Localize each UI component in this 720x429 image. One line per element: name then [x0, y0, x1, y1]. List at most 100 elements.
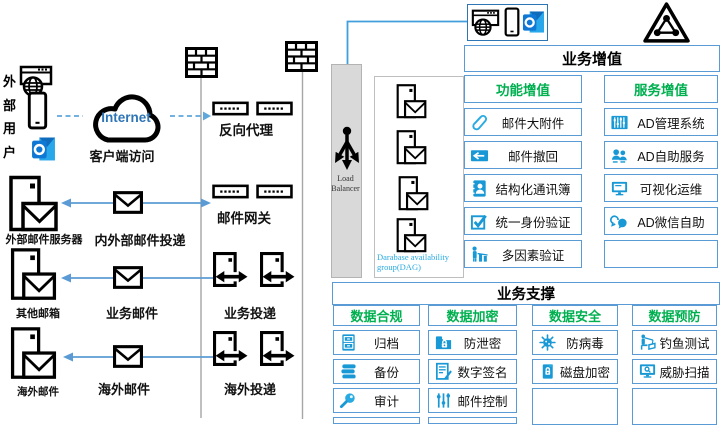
- gateway-server-icon: [256, 184, 293, 199]
- triangle-network-icon: [643, 2, 690, 43]
- load-balancer-label: Load Balancer: [331, 174, 360, 193]
- list-item: 威胁扫描: [632, 359, 717, 384]
- mail-server-icon: [10, 327, 57, 379]
- list-item: 防病毒: [532, 330, 618, 355]
- mfa-icon: [472, 246, 488, 262]
- delivery-server-icon: [260, 331, 295, 366]
- list-item: 多因素验证: [464, 240, 582, 268]
- mail-server-icon: [10, 248, 57, 300]
- internal-external-delivery-label: 内外部邮件投递: [94, 233, 186, 248]
- column-header: 数据预防: [632, 305, 717, 326]
- value-add-panel-title: 业务增值: [464, 45, 720, 72]
- proxy-server-icon: [212, 101, 249, 116]
- checkbox-icon: [470, 214, 487, 230]
- mail-gateway-label: 邮件网关: [217, 211, 271, 226]
- list-item: AD微信自助: [604, 207, 718, 235]
- dag-mailbox-server-icon: [398, 176, 429, 211]
- archive-cabinet-icon: [342, 334, 355, 351]
- firewall-icon: [285, 41, 318, 72]
- gateway-server-icon: [212, 184, 249, 199]
- signature-icon: [435, 362, 452, 380]
- data-compliance-column: 数据合规 归档 备份 审计: [333, 305, 420, 425]
- list-item: 可视化运维: [604, 174, 718, 202]
- internet-label: Internet: [101, 110, 151, 125]
- load-balancer-box: [331, 64, 362, 278]
- service-value-column: 服务增值 AD管理系统: [604, 75, 718, 268]
- list-item: AD自助服务: [604, 141, 718, 169]
- overseas-mail-label: 海外邮件: [97, 382, 150, 397]
- list-item: 防泄密: [428, 330, 517, 355]
- audit-magnifier-icon: [339, 393, 355, 409]
- address-book-icon: [472, 179, 486, 197]
- delivery-server-icon: [260, 252, 295, 287]
- data-prevention-column: 数据预防 钓鱼测试 威胁扫描: [632, 305, 717, 425]
- support-panel-title: 业务支撑: [332, 282, 720, 305]
- empty-cell: [428, 417, 517, 424]
- backup-disks-icon: [341, 364, 356, 379]
- empty-cell: [632, 388, 717, 425]
- list-item: 邮件撤回: [464, 141, 582, 169]
- data-security-column: 数据安全 防病毒 磁盘: [532, 305, 618, 425]
- outlook-icon: [522, 10, 545, 34]
- mail-control-icon: [436, 393, 451, 408]
- dag-mailbox-server-icon: [396, 218, 427, 253]
- business-delivery-label: 业务投递: [223, 306, 276, 321]
- list-item: 数字签名: [428, 359, 517, 384]
- overseas-delivery-label: 海外投递: [223, 382, 276, 397]
- folder-lock-icon: [435, 336, 452, 350]
- list-item: 邮件大附件: [464, 108, 582, 136]
- overseas-mailbox-label: 海外邮件: [17, 386, 59, 398]
- list-item: 邮件控制: [428, 388, 517, 413]
- dag-mailbox-server-icon: [396, 84, 427, 119]
- client-access-label: 客户端访问: [89, 149, 155, 164]
- list-item: 磁盘加密: [532, 359, 618, 384]
- column-header: 服务增值: [604, 75, 718, 103]
- list-item: 备份: [333, 359, 420, 384]
- column-header: 数据加密: [428, 305, 517, 326]
- other-mailbox-label: 其他邮箱: [16, 308, 60, 320]
- equalizer-icon: [611, 115, 628, 129]
- list-item: AD管理系统: [604, 108, 718, 136]
- mobile-phone-icon: [504, 7, 520, 37]
- virus-icon: [539, 334, 556, 351]
- business-mail-label: 业务邮件: [105, 306, 158, 321]
- function-value-column: 功能增值 邮件大附件 邮件撤回 结构化通讯簿: [464, 75, 582, 268]
- external-user-vertical-label: 外部用户: [2, 74, 16, 160]
- dag-label: Darabase availability group(DAG): [377, 252, 449, 272]
- empty-cell: [333, 417, 420, 424]
- list-item: 钓鱼测试: [632, 330, 717, 355]
- threat-scan-icon: [639, 364, 656, 378]
- external-mail-server-label: 外部邮件服务器: [5, 234, 83, 246]
- mail-server-icon: [9, 175, 58, 232]
- envelope-icon: [113, 266, 143, 289]
- delivery-server-icon: [213, 252, 248, 287]
- envelope-icon: [113, 191, 143, 214]
- load-balancer-icon: [335, 126, 359, 170]
- mail-recall-icon: [470, 149, 489, 161]
- empty-cell: [604, 240, 718, 268]
- column-header: 数据安全: [532, 305, 618, 326]
- column-header: 功能增值: [464, 75, 582, 103]
- reverse-proxy-label: 反向代理: [219, 123, 273, 138]
- people-icon: [611, 148, 627, 163]
- envelope-icon: [113, 345, 143, 368]
- empty-cell: [532, 388, 618, 425]
- paperclip-icon: [472, 114, 487, 130]
- column-header: 数据合规: [333, 305, 420, 326]
- delivery-server-icon: [213, 331, 248, 366]
- outlook-icon: [31, 136, 56, 162]
- browser-globe-icon: [471, 9, 500, 36]
- list-item: 归档: [333, 330, 420, 355]
- internet-cloud-icon: [93, 94, 161, 143]
- proxy-server-icon: [256, 101, 293, 116]
- list-item: 统一身份验证: [464, 207, 582, 235]
- dag-mailbox-server-icon: [396, 130, 427, 165]
- list-item: 审计: [333, 388, 420, 413]
- list-item: 结构化通讯簿: [464, 174, 582, 202]
- phishing-icon: [640, 334, 656, 351]
- mobile-phone-icon: [27, 91, 48, 130]
- firewall-icon: [185, 47, 218, 78]
- data-encryption-column: 数据加密 防泄密 数字签名: [428, 305, 517, 425]
- disk-lock-icon: [542, 364, 553, 379]
